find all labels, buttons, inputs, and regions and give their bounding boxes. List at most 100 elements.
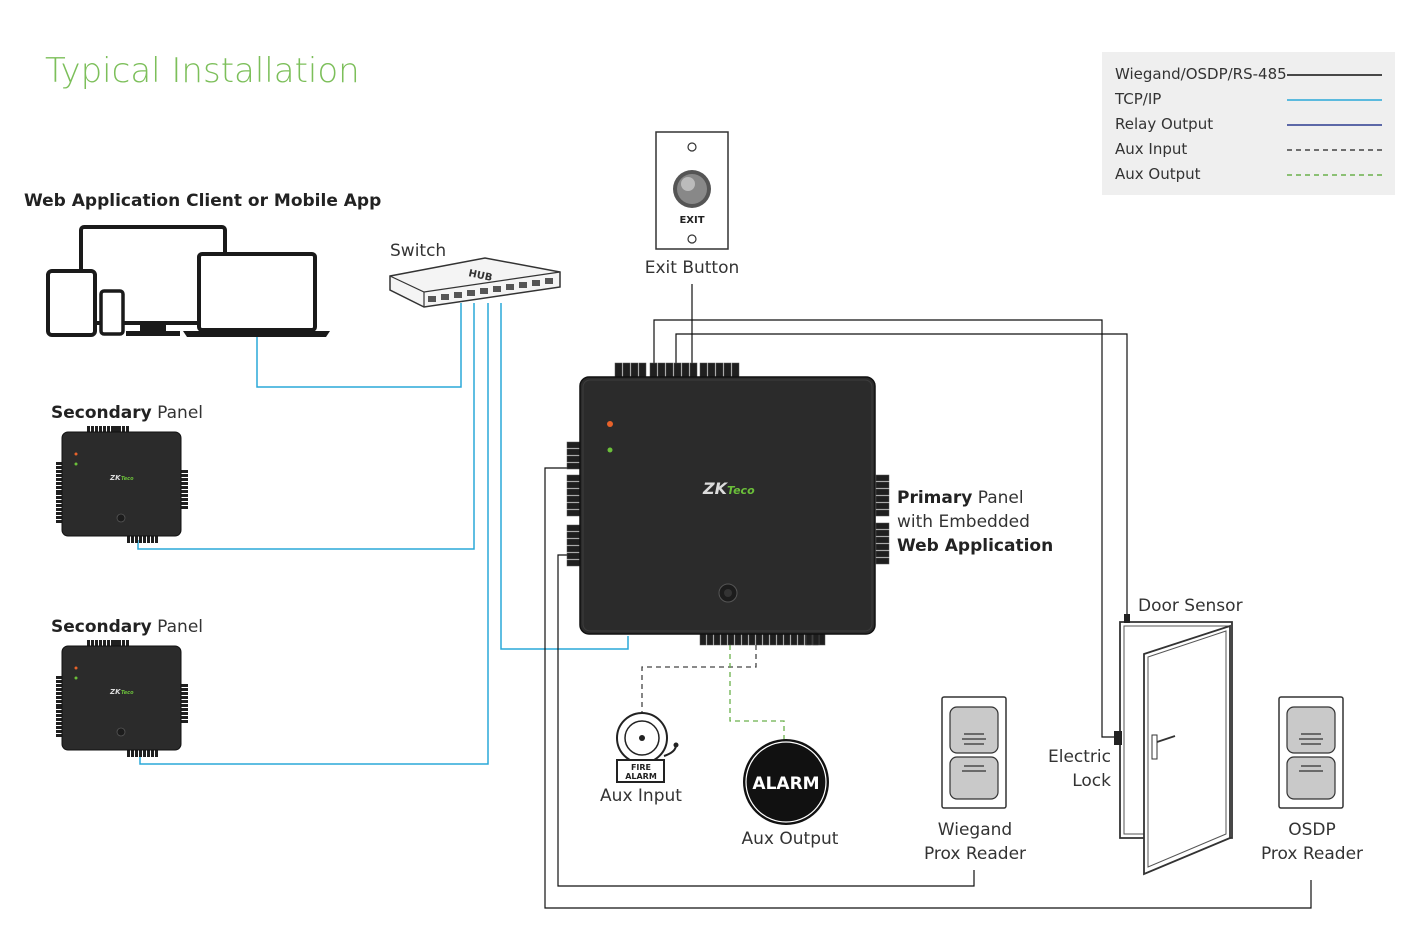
terminal-pin (135, 536, 138, 543)
terminal-pin (151, 536, 154, 543)
terminal-pin (56, 676, 63, 679)
terminal-pin (622, 362, 631, 378)
terminal-pin (566, 559, 581, 567)
tcpip-line-client (256, 303, 462, 388)
reader-lower-pad (1286, 756, 1336, 800)
terminal-pin (776, 633, 784, 646)
terminal-pin (56, 706, 63, 709)
terminal-pin (56, 734, 63, 737)
terminal-pin (181, 490, 188, 493)
secondary-panel-1-label: Secondary Panel (51, 403, 203, 423)
terminal-pin (181, 506, 188, 509)
terminal-pin (875, 481, 890, 489)
monitor-tablet-phone-laptop-icon (46, 225, 330, 337)
svg-text:Teco: Teco (121, 690, 134, 696)
terminal-pin (127, 750, 130, 757)
terminal-pin (95, 640, 98, 647)
terminal-pin (127, 536, 130, 543)
secondary-panel-body (61, 431, 182, 537)
terminal-pin (566, 462, 581, 470)
terminal-pin (56, 492, 63, 495)
hub-port (441, 294, 449, 300)
status-led (74, 676, 78, 680)
terminal-pin (720, 633, 728, 646)
hub-port (467, 290, 475, 296)
terminal-pin (56, 722, 63, 725)
terminal-pin (713, 633, 721, 646)
terminal-pin (566, 481, 581, 489)
terminal-pin (181, 720, 188, 723)
osdp-reader-label-2: Prox Reader (1261, 844, 1363, 864)
primary-panel-label: Primary Panel (897, 488, 1024, 508)
terminal-pin (734, 633, 742, 646)
exit-button-icon: EXIT (655, 131, 729, 250)
tcpip-line-primary (500, 303, 629, 650)
terminal-pin (755, 633, 763, 646)
status-led (74, 452, 78, 456)
terminal-pin (805, 633, 813, 646)
terminal-pin (181, 498, 188, 501)
terminal-pin (56, 504, 63, 507)
web-client-label: Web Application Client or Mobile App (24, 191, 381, 211)
terminal-pin (56, 692, 63, 695)
primary-panel: ZK Teco (566, 362, 890, 646)
aux-output-line (729, 645, 785, 741)
status-led (74, 666, 78, 670)
terminal-pin (56, 478, 63, 481)
terminal-pin (118, 426, 121, 433)
terminal-pin (566, 531, 581, 539)
terminal-pin (56, 684, 63, 687)
terminal-pin (91, 640, 94, 647)
terminal-pin (103, 426, 106, 433)
terminal-pin (56, 730, 63, 733)
terminal-pin (122, 640, 125, 647)
legend-box (1102, 52, 1395, 195)
legend: Wiegand/OSDP/RS-485 TCP/IP Relay Output … (1102, 52, 1395, 195)
terminal-pin (56, 726, 63, 729)
terminal-pin (56, 470, 63, 473)
door-sensor-label: Door Sensor (1138, 596, 1243, 616)
terminal-pin (181, 482, 188, 485)
terminal-pin (111, 640, 114, 647)
fire-bell-icon: FIRE ALARM (616, 712, 679, 783)
electric-lock-label-2: Lock (1072, 771, 1111, 791)
lock-line (653, 319, 1116, 738)
secondary-1-bold: Secondary (51, 403, 152, 423)
terminal-pin (181, 494, 188, 497)
terminal-pin (614, 362, 623, 378)
alarm-siren-icon: ALARM (743, 739, 829, 825)
terminal-pin (56, 718, 63, 721)
terminal-pin (107, 640, 110, 647)
terminal-pin (566, 545, 581, 553)
hub-port (532, 280, 540, 286)
terminal-pin (566, 448, 581, 456)
terminal-pin (99, 426, 102, 433)
hub-port (506, 284, 514, 290)
electric-lock-label-1: Electric (1048, 747, 1111, 767)
legend-label-aux-output: Aux Output (1115, 165, 1201, 183)
terminal-pin (715, 362, 724, 378)
primary-label-rest: Panel (972, 488, 1023, 508)
secondary-panel-body (61, 645, 182, 751)
terminal-pin (875, 550, 890, 558)
terminal-pin (875, 488, 890, 496)
electric-lock-device (1114, 731, 1122, 745)
terminal-pin (126, 426, 129, 433)
tcpip-lines (137, 303, 629, 765)
terminal-pin (181, 478, 188, 481)
wiegand-reader-label-2: Prox Reader (924, 844, 1026, 864)
terminal-pin (797, 633, 805, 646)
terminal-pin (87, 640, 90, 647)
secondary-2-bold: Secondary (51, 617, 152, 637)
terminal-pin (748, 633, 756, 646)
terminal-pin (673, 362, 682, 378)
terminal-pin (181, 486, 188, 489)
zkteco-logo: ZK Teco (702, 479, 755, 498)
terminal-pin (143, 750, 146, 757)
terminal-pin (566, 502, 581, 510)
terminal-pin (181, 696, 188, 699)
terminal-pin (566, 488, 581, 496)
terminal-pin (56, 704, 63, 707)
osdp-prox-reader-icon (1278, 696, 1344, 809)
terminal-pin (566, 538, 581, 546)
